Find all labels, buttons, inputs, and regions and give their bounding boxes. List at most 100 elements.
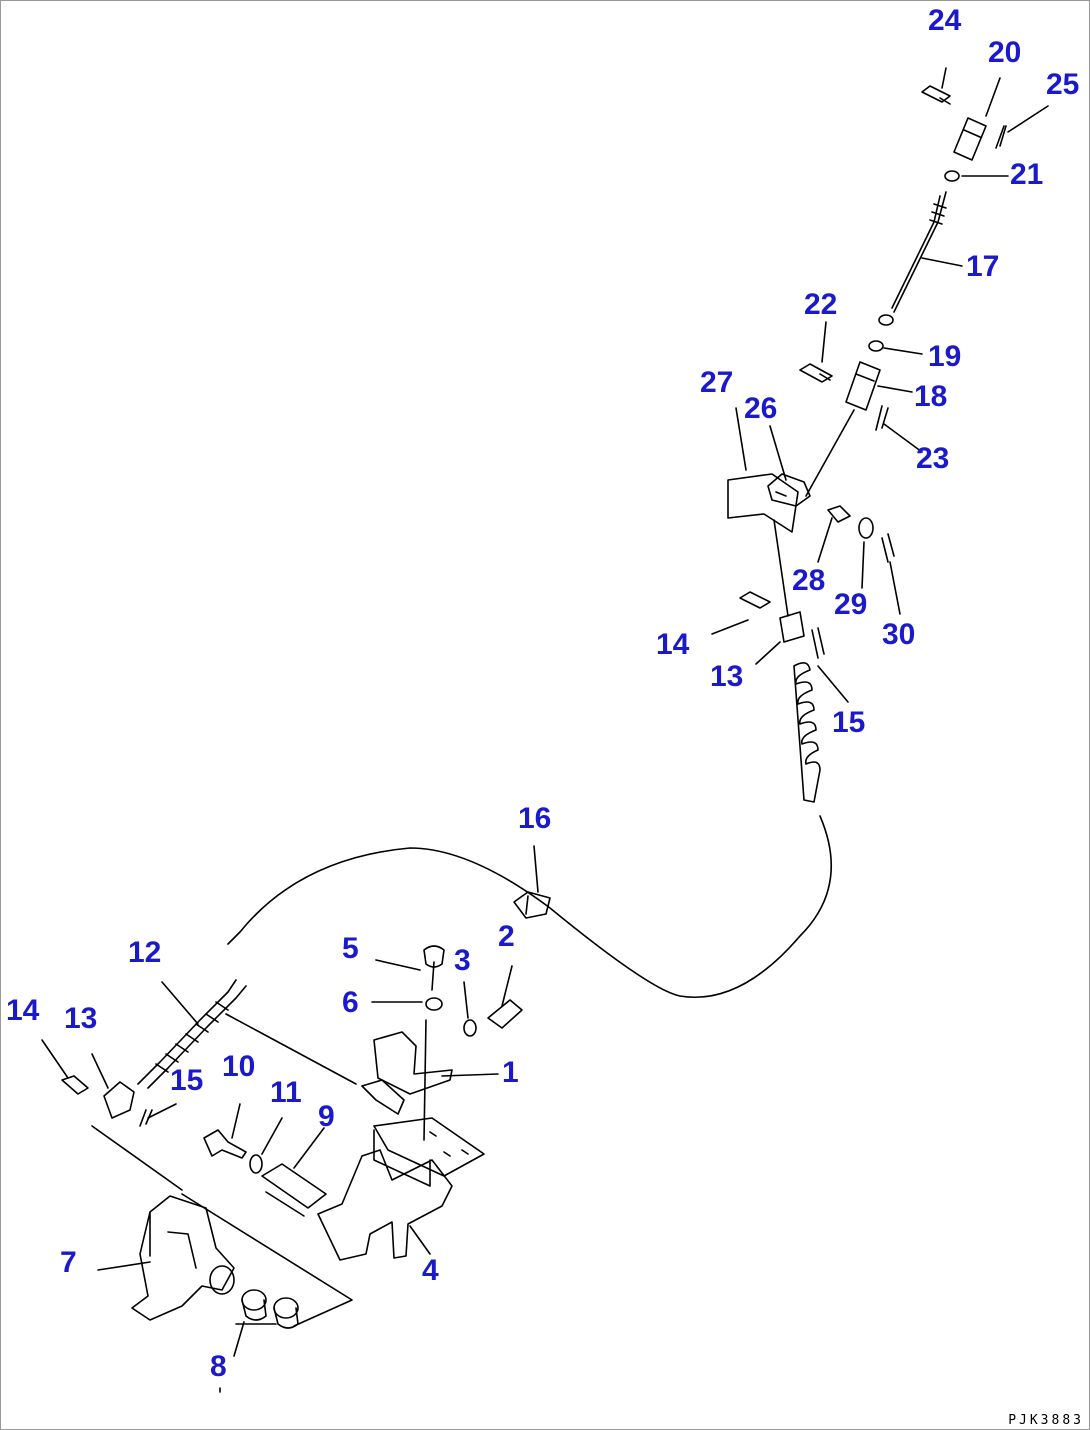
lever-26: [767, 473, 811, 507]
callout-1: 1: [502, 1056, 519, 1089]
cable-boot: [793, 662, 821, 803]
cotter-pin-upper: [995, 125, 1007, 149]
yoke-upper: [953, 117, 987, 161]
link-rod-lower: [773, 519, 789, 617]
cotter-15-lower: [139, 1109, 153, 1127]
callout-20: 20: [988, 36, 1021, 69]
yoke-13-upper: [779, 611, 805, 643]
lever-arm: [361, 1079, 405, 1115]
bolt-5: [423, 945, 445, 991]
leader-2: [501, 965, 513, 1007]
callout-13-lower: 13: [64, 1002, 97, 1035]
leader-12: [161, 981, 199, 1025]
cable-end-12: [137, 979, 247, 1089]
callout-8: 8: [210, 1350, 227, 1383]
shaft-9: [261, 1163, 327, 1217]
control-cable-upper: [891, 191, 947, 313]
leader-18: [877, 385, 913, 393]
leader-9: [293, 1127, 325, 1169]
callout-27: 27: [700, 366, 733, 399]
callout-2: 2: [498, 920, 515, 953]
callout-23: 23: [916, 442, 949, 475]
leader-14-lower: [41, 1039, 69, 1079]
callout-22: 22: [804, 288, 837, 321]
bushing-8-b: [273, 1297, 299, 1319]
callout-10: 10: [222, 1050, 255, 1083]
bushing-8-a-body: [241, 1299, 267, 1321]
pin-22: [799, 363, 833, 383]
leader-28: [817, 517, 833, 563]
yoke-18: [845, 361, 881, 411]
callout-12: 12: [128, 936, 161, 969]
leader-23: [883, 423, 923, 453]
leader-24: [941, 67, 947, 89]
callout-7: 7: [60, 1246, 77, 1279]
leader-10: [231, 1103, 241, 1139]
washer-6: [425, 997, 443, 1011]
rod-threads: [929, 203, 947, 225]
callout-14-lower: 14: [6, 994, 40, 1027]
flex-cable: [227, 815, 832, 998]
pin-28: [827, 505, 851, 523]
upper-cable-assembly: [227, 85, 1007, 998]
leader-15-upper: [817, 665, 849, 703]
callout-30: 30: [882, 618, 915, 651]
pin-14-upper: [739, 591, 771, 609]
callout-19: 19: [928, 340, 961, 373]
cotter-30: [881, 533, 895, 563]
callout-labels: 24 20 25 21 17 22 19 27 26 18 23 28 29 3…: [6, 4, 1079, 1383]
callout-14-upper: 14: [656, 628, 690, 661]
callout-11: 11: [270, 1076, 302, 1109]
leader-22: [821, 321, 827, 363]
leader-25: [1007, 105, 1049, 133]
callout-21: 21: [1010, 158, 1043, 191]
leader-15-lower: [147, 1103, 177, 1119]
callout-24: 24: [928, 4, 962, 37]
callout-17: 17: [966, 250, 999, 283]
leader-13-upper: [755, 641, 781, 665]
cable-end-threads: [155, 1001, 229, 1073]
leader-1: [441, 1073, 499, 1077]
leader-13-lower: [91, 1053, 109, 1089]
leader-20: [985, 77, 1001, 117]
bolt-10: [203, 1129, 247, 1159]
leader-lines: [41, 67, 1049, 1393]
pin-upper: [921, 85, 951, 105]
bushing-8-b-body: [273, 1307, 299, 1329]
callout-28: 28: [792, 564, 825, 597]
cable-clip-16: [513, 891, 551, 919]
cotter-15-upper: [811, 627, 825, 659]
bracket-side: [317, 1129, 453, 1261]
base-bracket-4: [373, 1117, 485, 1177]
callout-13-upper: 13: [710, 660, 743, 693]
callout-16: 16: [518, 802, 551, 835]
drawing-code: PJK3883: [1008, 1413, 1084, 1428]
bracket-plate: [727, 473, 799, 533]
leader-30: [889, 561, 901, 615]
lever-1: [373, 1019, 453, 1141]
leader-3: [463, 981, 469, 1019]
callout-5: 5: [342, 932, 359, 965]
pin-14-lower: [61, 1075, 89, 1095]
bracket-boss: [209, 1265, 235, 1295]
lower-lever-assembly: [61, 945, 523, 1329]
callout-26: 26: [744, 392, 777, 425]
nut-19-a: [878, 314, 894, 326]
callout-3: 3: [454, 944, 471, 977]
washer-11: [249, 1154, 263, 1174]
nut-19-b: [868, 340, 884, 352]
yoke-13-lower: [103, 1081, 135, 1119]
leader-19: [883, 347, 923, 355]
callout-4: 4: [422, 1254, 439, 1287]
leader-14-upper: [711, 619, 749, 635]
callout-15-lower: 15: [170, 1064, 203, 1097]
callout-18: 18: [914, 380, 947, 413]
link-rod-26: [805, 409, 855, 497]
callout-29: 29: [834, 588, 867, 621]
callout-15-upper: 15: [832, 706, 865, 739]
cotter-23: [875, 405, 889, 431]
leader-11: [261, 1117, 283, 1155]
bolt-2: [487, 999, 523, 1029]
